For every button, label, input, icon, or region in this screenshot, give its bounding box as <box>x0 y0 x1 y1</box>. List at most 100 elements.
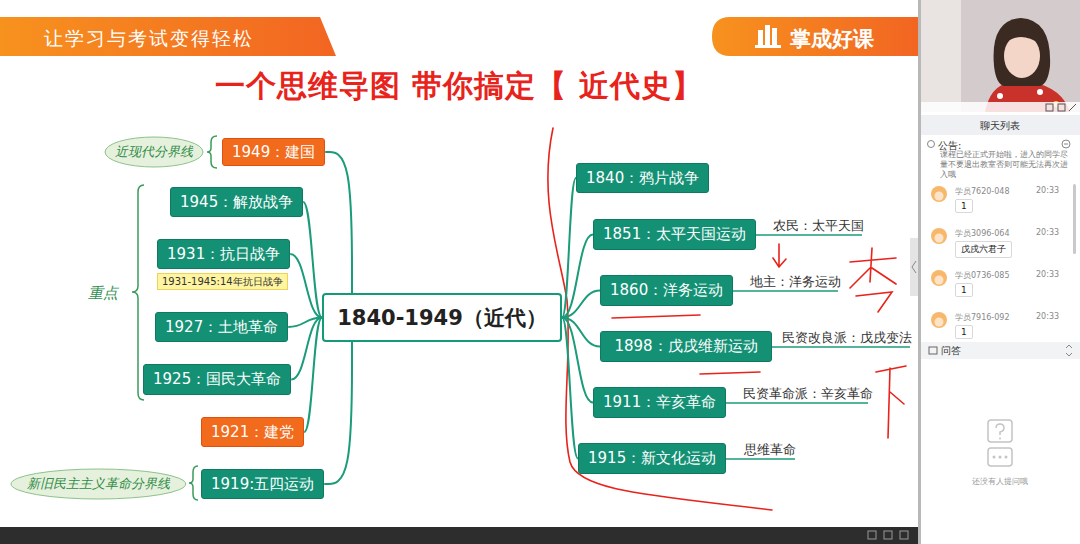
node-text: 1915：新文化运动 <box>588 449 716 468</box>
chat-message: 1 <box>955 325 973 339</box>
webcam-wall <box>921 0 961 112</box>
shirt-dot <box>997 93 1003 99</box>
panel-title: 问答 <box>941 344 961 358</box>
webcam-fringe <box>1004 30 1040 44</box>
milestone-box: 1949：建国 <box>222 138 325 166</box>
group-label: 重点 <box>88 284 118 303</box>
node-text: 1860：洋务运动 <box>610 281 723 300</box>
empty-hint: 还没有人提问哦 <box>972 476 1028 487</box>
chat-message: 戊戌六君子 <box>955 241 1012 258</box>
boundary-oval: 近现代分界线 <box>104 136 204 168</box>
ink-stroke <box>876 366 906 438</box>
collapse-icon <box>1064 144 1068 145</box>
node-text: 1921：建党 <box>211 423 294 442</box>
panel-header <box>921 115 1080 135</box>
leader-line <box>755 234 862 236</box>
cam-icon <box>1058 104 1065 111</box>
avatars <box>931 186 947 328</box>
question-dot <box>999 438 1001 440</box>
webcam <box>921 0 1080 112</box>
event-box: 1851：太平天国运动 <box>593 219 756 250</box>
bubble <box>988 420 1012 442</box>
dot <box>1005 456 1008 459</box>
node-text: 近现代分界线 <box>115 143 193 161</box>
central-topic: 1840-1949（近代） <box>322 293 562 342</box>
chat-panel <box>921 114 1080 544</box>
webcam-strip <box>921 102 1080 114</box>
ink-stroke <box>773 244 786 267</box>
branch-note: 思维革命 <box>744 442 796 459</box>
user-name: 学员7620-048 <box>955 186 1010 197</box>
collapse-icon <box>1062 140 1070 148</box>
node-text: 1927：土地革命 <box>165 318 278 337</box>
milestone-box: 1921：建党 <box>201 417 304 447</box>
sort-icon <box>1066 345 1072 356</box>
node-text: 1949：建国 <box>232 143 315 162</box>
dot <box>999 456 1002 459</box>
cam-icon <box>1046 104 1053 111</box>
user-name: 学员3096-064 <box>955 228 1010 239</box>
slide-title: 一个思维导图 带你搞定【 近代史】 <box>0 66 918 107</box>
branch-connector <box>562 318 578 459</box>
oval-shape <box>105 137 203 167</box>
notice-icon <box>928 141 935 148</box>
notice-text: 课程已经正式开始啦，进入的同学尽量不要退出教室否则可能无法再次进入哦 <box>940 150 1068 180</box>
brace <box>207 136 217 168</box>
node-text: 1931：抗日战争 <box>167 245 280 264</box>
brand-name: 掌成好课 <box>790 25 874 53</box>
branch-note: 民资革命派：辛亥革命 <box>743 386 873 403</box>
event-box: 1945：解放战争 <box>170 187 303 217</box>
avatar-face <box>935 318 944 327</box>
event-box: 1840：鸦片战争 <box>576 163 709 193</box>
event-box: 1925：国民大革命 <box>143 364 291 395</box>
slogan: 让学习与考试变得轻松 <box>44 26 254 52</box>
user-name: 学员0736-085 <box>955 270 1010 281</box>
event-box: 1915：新文化运动 <box>578 443 726 474</box>
bottom-bar <box>0 527 920 544</box>
node-text: 1851：太平天国运动 <box>603 225 746 244</box>
node-text: 新旧民主主义革命分界线 <box>27 475 170 493</box>
logo-bar <box>772 28 777 46</box>
ink-stroke <box>612 315 700 318</box>
logo-bar <box>758 30 763 46</box>
branch-connector <box>324 342 352 484</box>
event-box: 1927：土地革命 <box>155 312 288 342</box>
bar-icon <box>868 531 876 539</box>
chat-time: 20:33 <box>1036 186 1059 195</box>
event-box: 1860：洋务运动 <box>600 275 733 306</box>
branch-note: 农民：太平天国 <box>773 218 864 235</box>
scrollbar <box>1073 184 1076 254</box>
chevron <box>912 261 916 273</box>
qa-header <box>921 342 1080 359</box>
collapse-tab <box>910 238 918 296</box>
leader-line <box>726 458 795 460</box>
leader-line <box>725 402 868 404</box>
avatar-face <box>935 276 944 285</box>
leader-line <box>732 290 838 292</box>
branch-note: 地主：洋务运动 <box>750 274 841 291</box>
branch-connector <box>303 202 322 318</box>
event-box: 1911：辛亥革命 <box>593 387 726 418</box>
slide-ground <box>0 0 918 527</box>
avatar <box>931 228 947 244</box>
oval-shape <box>11 469 186 499</box>
node-text: 1840-1949（近代） <box>337 304 547 332</box>
bar-icon <box>900 531 908 539</box>
chat-message: 1 <box>955 199 973 213</box>
avatar <box>931 186 947 202</box>
branch-connector <box>290 254 322 318</box>
node-text: 1925：国民大革命 <box>153 370 281 389</box>
panel-title: 聊天列表 <box>980 119 1020 133</box>
avatar-face <box>935 192 944 201</box>
node-text: 1945：解放战争 <box>180 193 293 212</box>
avatar <box>931 270 947 286</box>
divider <box>918 0 921 544</box>
chat-time: 20:33 <box>1036 228 1059 237</box>
branch-connector <box>562 291 600 318</box>
banner-right <box>712 17 918 56</box>
brace <box>189 466 198 500</box>
bar-icon <box>884 531 892 539</box>
shirt-dot <box>1037 89 1043 95</box>
logo-base <box>755 45 781 48</box>
node-text: 1840：鸦片战争 <box>586 169 699 188</box>
